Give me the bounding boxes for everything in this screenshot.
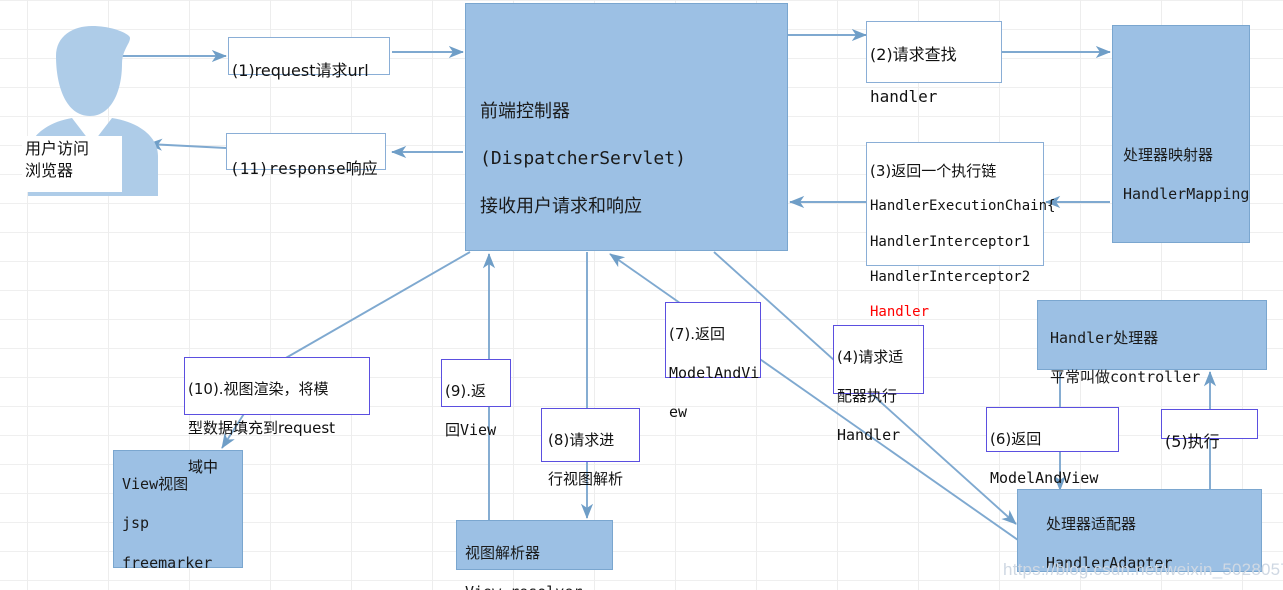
step2-line1: (2)请求查找 xyxy=(870,44,957,64)
node-view-resolver[interactable]: 视图解析器 View resolver xyxy=(456,520,613,590)
step3-line2: HandlerInterceptor1 xyxy=(870,233,1031,250)
viewresolver-line1: 视图解析器 xyxy=(465,543,541,562)
node-handler-controller[interactable]: Handler处理器 平常叫做controller xyxy=(1037,300,1267,386)
label-step-3[interactable]: (3)返回一个执行链 HandlerExecutionChain{ Handle… xyxy=(866,142,1055,355)
label-step-8[interactable]: (8)请求进 行视图解析 xyxy=(541,408,640,488)
step7-line1: (7).返回 xyxy=(669,324,726,343)
step7-line2: ModelAndVi xyxy=(669,363,760,382)
dispatcher-line2: (DispatcherServlet) xyxy=(480,148,686,170)
label-step-2[interactable]: (2)请求查找 handler xyxy=(866,21,1002,106)
handlermapping-line2: HandlerMapping xyxy=(1123,185,1250,204)
dispatcher-line3: 接收用户请求和响应 xyxy=(480,195,642,217)
label-step-10[interactable]: (10).视图渲染，将模 型数据填充到request 域中 xyxy=(184,357,370,476)
step10-line2: 型数据填充到request xyxy=(188,418,336,437)
handlermapping-line1: 处理器映射器 xyxy=(1123,145,1214,164)
watermark: https://blog.csdn.net/weixin_50280576 xyxy=(1003,560,1283,579)
dispatcher-line1: 前端控制器 xyxy=(480,100,570,122)
label-step-6[interactable]: (6)返回 ModelAndView xyxy=(986,407,1119,487)
node-dispatcher-servlet[interactable]: 前端控制器 (DispatcherServlet) 接收用户请求和响应 xyxy=(465,3,788,251)
step8-line2: 行视图解析 xyxy=(548,469,624,488)
label-step-5[interactable]: (5)执行 xyxy=(1161,409,1258,451)
node-view[interactable]: View视图 jsp freemarker excel pdf... xyxy=(113,450,243,572)
step6-line1: (6)返回 xyxy=(990,429,1042,448)
viewresolver-line2: View resolver xyxy=(465,583,582,590)
step4-line2: 配器执行 xyxy=(837,386,898,405)
step3-line4-handler: Handler xyxy=(870,303,930,320)
label-step-11[interactable]: (11)response响应 xyxy=(226,133,386,178)
arrow-dispatcher-to-view xyxy=(257,251,471,375)
handler-line1: Handler处理器 xyxy=(1050,328,1159,347)
step4-line3: Handler xyxy=(837,425,901,444)
label-step-1[interactable]: (1)request请求url xyxy=(228,37,390,80)
arrow-handleradapter-to-dispatcher xyxy=(609,253,1019,541)
step3-line3: HandlerInterceptor2 xyxy=(870,268,1031,285)
step10-line3: 域中 xyxy=(188,457,219,476)
label-step-7[interactable]: (7).返回 ModelAndVi ew xyxy=(665,302,761,421)
actor-label: 用户访问 浏览器 xyxy=(22,136,122,192)
view-line2: jsp xyxy=(122,514,150,533)
step2-line2: handler xyxy=(870,87,938,107)
step6-line2: ModelAndView xyxy=(990,468,1099,487)
node-handler-mapping[interactable]: 处理器映射器 HandlerMapping xyxy=(1112,25,1250,243)
view-line1: View视图 xyxy=(122,474,189,493)
step9-line1: (9).返 xyxy=(445,381,487,400)
step3-line1: HandlerExecutionChain{ xyxy=(870,198,1056,215)
handleradapter-line2: HandlerAdapter xyxy=(1046,554,1173,573)
node-handler-adapter[interactable]: 处理器适配器 HandlerAdapter 去执行Handler xyxy=(1017,489,1262,572)
step11-text: (11)response响应 xyxy=(230,158,378,178)
step10-line1: (10).视图渲染，将模 xyxy=(188,379,329,398)
label-step-9[interactable]: (9).返 回View xyxy=(441,359,511,439)
step9-line2: 回View xyxy=(445,420,497,439)
step3-title: (3)返回一个执行链 xyxy=(870,162,997,181)
handler-line2: 平常叫做controller xyxy=(1050,368,1201,387)
step5-text: (5)执行 xyxy=(1165,431,1220,451)
step4-line1: (4)请求适 xyxy=(837,347,904,366)
label-step-4[interactable]: (4)请求适 配器执行 Handler xyxy=(833,325,924,444)
step8-line1: (8)请求进 xyxy=(548,430,615,449)
step7-line3: ew xyxy=(669,402,688,421)
step1-text: (1)request请求url xyxy=(232,60,369,80)
handleradapter-line1: 处理器适配器 xyxy=(1046,514,1137,533)
view-line3: freemarker xyxy=(122,553,213,572)
